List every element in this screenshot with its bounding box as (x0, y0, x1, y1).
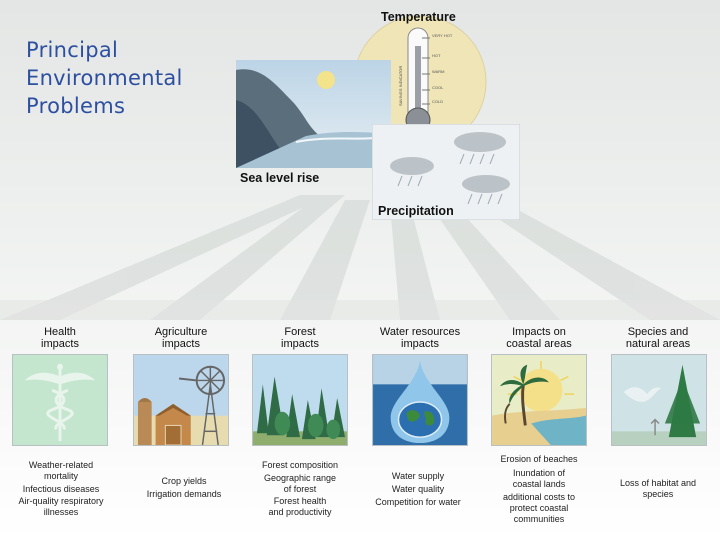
water-drop-globe-icon (373, 355, 467, 445)
coastal-tile (491, 354, 587, 446)
water-desc: Water supply Water quality Competition f… (375, 471, 461, 507)
agriculture-desc: Crop yields Irrigation demands (146, 476, 222, 499)
rain-clouds-icon (371, 123, 521, 221)
windmill-barn-icon (134, 355, 228, 445)
water-tile (372, 354, 468, 446)
precipitation-panel: Precipitation (371, 123, 521, 221)
temperature-label: Temperature (381, 10, 456, 24)
bird-tree-icon (612, 355, 706, 445)
forest-icon (253, 355, 347, 445)
forest-tile (252, 354, 348, 446)
coastline-icon (236, 60, 391, 168)
precipitation-label: Precipitation (378, 204, 454, 218)
caduceus-icon (13, 355, 107, 445)
slide-title: Principal Environmental Problems (26, 38, 183, 118)
sea-level-label: Sea level rise (240, 171, 320, 185)
species-tile (611, 354, 707, 446)
thermometer-label: SAVINGS INDICATOR (398, 65, 403, 106)
coastal-palm-icon (492, 355, 586, 445)
sea-level-panel (236, 60, 391, 168)
agriculture-tile (133, 354, 229, 446)
health-tile (12, 354, 108, 446)
